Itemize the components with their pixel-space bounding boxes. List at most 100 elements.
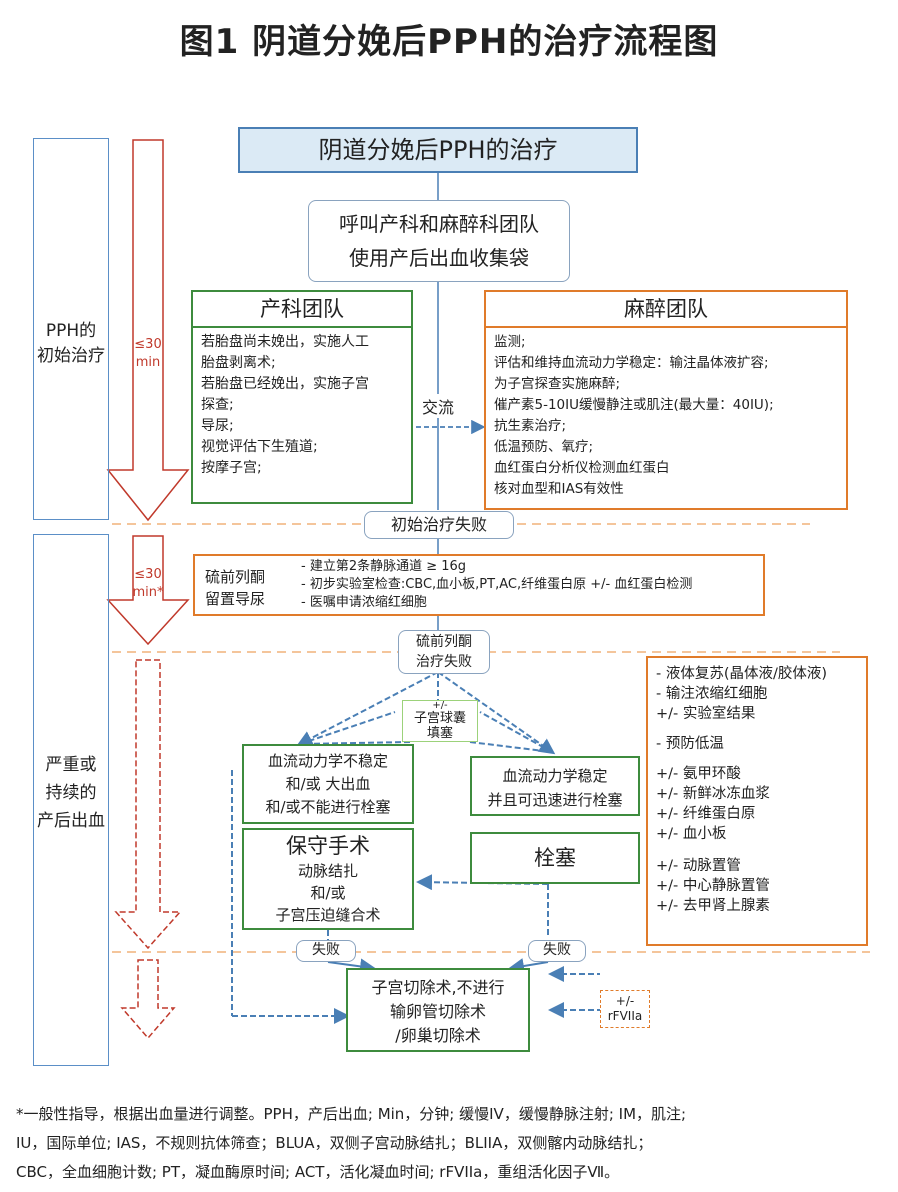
fail-label-right: 失败 <box>528 940 586 962</box>
phase-initial-label-1: PPH的 <box>45 321 97 341</box>
time-value: ≤30 <box>134 567 162 582</box>
time-arrow-4 <box>120 959 176 1040</box>
list-item: +/- 实验室结果 <box>656 706 756 722</box>
list-spacer <box>656 754 858 764</box>
list-item: 催产素5-10IU缓慢静注或肌注(最大量：40IU); <box>494 397 774 413</box>
conservative-header: 保守手术 <box>286 834 370 858</box>
list-item: +/- 血小板 <box>656 826 727 842</box>
list-item: - 输注浓缩红细胞 <box>656 686 768 702</box>
conservative-line-3: 子宫压迫缝合术 <box>275 906 381 924</box>
anesth-team-items: 监测; 评估和维持血流动力学稳定：输注晶体液扩容; 为子宫探查实施麻醉; 催产素… <box>486 328 846 504</box>
stable-line-2: 并且可迅速进行栓塞 <box>487 791 623 809</box>
pg-fail-box: 硫前列酮 治疗失败 <box>398 630 490 674</box>
ob-team-items: 若胎盘尚未娩出，实施人工 胎盘剥离术; 若胎盘已经娩出，实施子宫 探查; 导尿;… <box>193 328 411 483</box>
call-team-line-2: 使用产后出血收集袋 <box>349 246 529 270</box>
footnote: *一般性指导，根据出血量进行调整。PPH，产后出血; Min，分钟; 缓慢IV，… <box>16 1100 886 1187</box>
list-item: 导尿; <box>201 418 234 434</box>
time-unit: min* <box>132 585 164 600</box>
balloon-box: +/- 子宫球囊 填塞 <box>402 700 478 742</box>
unstable-box: 血流动力学不稳定 和/或 大出血 和/或不能进行栓塞 <box>242 744 414 824</box>
time-arrow-2 <box>106 535 190 646</box>
resus-items: - 液体复苏(晶体液/胶体液) - 输注浓缩红细胞 +/- 实验室结果 - 预防… <box>648 658 866 922</box>
rfviia-box: +/- rFVIIa <box>600 990 650 1028</box>
list-item: 按摩子宫; <box>201 460 262 476</box>
unstable-line-3: 和/或不能进行栓塞 <box>265 798 391 816</box>
list-item: +/- 动脉置管 <box>656 858 741 874</box>
exchange-label: 交流 <box>420 394 457 418</box>
fail-label-left: 失败 <box>296 940 356 962</box>
list-item: 核对血型和IAS有效性 <box>494 481 624 497</box>
balloon-line-2: 填塞 <box>426 726 453 741</box>
embolization-box: 栓塞 <box>470 832 640 884</box>
hysterectomy-line-3: /卵巢切除术 <box>395 1026 481 1045</box>
footnote-line-3: CBC，全血细胞计数; PT，凝血酶原时间; ACT，活化凝血时间; rFVII… <box>16 1163 620 1181</box>
hysterectomy-line-2: 输卵管切除术 <box>389 1002 486 1021</box>
list-item: - 医嘱申请浓缩红细胞 <box>301 595 427 610</box>
footnote-line-1: *一般性指导，根据出血量进行调整。PPH，产后出血; Min，分钟; 缓慢IV，… <box>16 1105 687 1123</box>
list-item: - 液体复苏(晶体液/胶体液) <box>656 666 828 682</box>
list-item: 若胎盘已经娩出，实施子宫 <box>201 376 369 392</box>
prostaglandin-items: - 建立第2条静脉通道 ≥ 16g - 初步实验室检查:CBC,血小板,PT,A… <box>301 558 692 612</box>
list-item: 为子宫探查实施麻醉; <box>494 376 621 392</box>
list-item: 探查; <box>201 397 234 413</box>
footnote-line-2: IU，国际单位; IAS，不规则抗体筛查；BLUA，双侧子宫动脉结扎；BLIIA… <box>16 1134 653 1152</box>
list-item: +/- 氨甲环酸 <box>656 766 741 782</box>
phase-severe-label-1: 严重或 <box>45 755 97 775</box>
prostaglandin-box: 硫前列酮 留置导尿 - 建立第2条静脉通道 ≥ 16g - 初步实验室检查:CB… <box>193 554 765 616</box>
prostaglandin-drug: 硫前列酮 <box>205 568 266 586</box>
phase-severe-label-3: 产后出血 <box>37 811 105 831</box>
list-item: 监测; <box>494 334 526 350</box>
main-title-box: 阴道分娩后PPH的治疗 <box>238 127 638 173</box>
prostaglandin-left: 硫前列酮 留置导尿 <box>205 566 265 610</box>
phase-second-time: ≤30 min* <box>124 566 172 602</box>
rfviia-plusminus: +/- <box>615 994 635 1008</box>
list-spacer <box>656 724 858 734</box>
list-item: +/- 去甲肾上腺素 <box>656 898 770 914</box>
list-item: +/- 中心静脉置管 <box>656 878 770 894</box>
list-item: 评估和维持血流动力学稳定：输注晶体液扩容; <box>494 355 769 371</box>
call-team-line-1: 呼叫产科和麻醉科团队 <box>339 212 539 236</box>
conservative-line-1: 动脉结扎 <box>297 862 358 880</box>
list-item: 若胎盘尚未娩出，实施人工 <box>201 334 369 350</box>
list-item: - 建立第2条静脉通道 ≥ 16g <box>301 559 467 574</box>
phase-initial-time: ≤30 min <box>126 336 170 372</box>
ob-team-box: 产科团队 若胎盘尚未娩出，实施人工 胎盘剥离术; 若胎盘已经娩出，实施子宫 探查… <box>191 290 413 504</box>
pg-fail-line-2: 治疗失败 <box>416 654 472 670</box>
list-item: +/- 新鲜冰冻血浆 <box>656 786 770 802</box>
stable-line-1: 血流动力学稳定 <box>502 767 608 785</box>
time-arrow-3 <box>114 659 182 950</box>
pg-fail-line-1: 硫前列酮 <box>416 634 472 650</box>
phase-severe-label-2: 持续的 <box>45 783 97 803</box>
hysterectomy-line-1: 子宫切除术,不进行 <box>371 978 505 997</box>
unstable-line-2: 和/或 大出血 <box>285 775 371 793</box>
time-unit: min <box>135 355 161 370</box>
phase-initial-box: PPH的 初始治疗 <box>33 138 109 520</box>
conservative-box: 保守手术 动脉结扎 和/或 子宫压迫缝合术 <box>242 828 414 930</box>
stable-box: 血流动力学稳定 并且可迅速进行栓塞 <box>470 756 640 816</box>
list-item: 视觉评估下生殖道; <box>201 439 318 455</box>
phase-severe-box: 严重或 持续的 产后出血 <box>33 534 109 1066</box>
list-item: - 初步实验室检查:CBC,血小板,PT,AC,纤维蛋白原 +/- 血红蛋白检测 <box>301 577 693 592</box>
page-title: 图1 阴道分娩后PPH的治疗流程图 <box>179 22 719 62</box>
list-item: 胎盘剥离术; <box>201 355 276 371</box>
list-item: - 预防低温 <box>656 736 724 752</box>
conservative-line-2: 和/或 <box>310 884 346 902</box>
list-spacer <box>656 844 858 856</box>
balloon-plusminus: +/- <box>432 700 448 711</box>
phase-initial-label-2: 初始治疗 <box>37 346 105 366</box>
hysterectomy-box: 子宫切除术,不进行 输卵管切除术 /卵巢切除术 <box>346 968 530 1052</box>
prostaglandin-catheter: 留置导尿 <box>205 590 266 608</box>
list-item: 抗生素治疗; <box>494 418 567 434</box>
call-team-box: 呼叫产科和麻醉科团队 使用产后出血收集袋 <box>308 200 570 282</box>
resus-box: - 液体复苏(晶体液/胶体液) - 输注浓缩红细胞 +/- 实验室结果 - 预防… <box>646 656 868 946</box>
time-arrow-1 <box>106 139 190 522</box>
anesth-team-header: 麻醉团队 <box>486 292 846 328</box>
balloon-line-1: 子宫球囊 <box>413 711 466 726</box>
anesth-team-box: 麻醉团队 监测; 评估和维持血流动力学稳定：输注晶体液扩容; 为子宫探查实施麻醉… <box>484 290 848 510</box>
rfviia-label: rFVIIa <box>607 1009 643 1023</box>
unstable-line-1: 血流动力学不稳定 <box>267 752 388 770</box>
list-item: 低温预防、氧疗; <box>494 439 594 455</box>
list-item: +/- 纤维蛋白原 <box>656 806 756 822</box>
ob-team-header: 产科团队 <box>193 292 411 328</box>
